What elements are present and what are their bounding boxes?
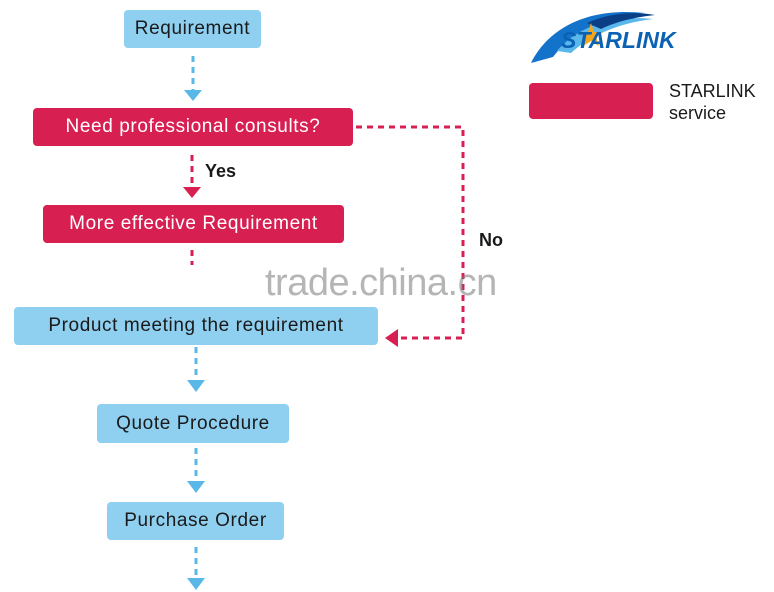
connector-no (356, 125, 465, 340)
legend-label-line1: STARLINK (669, 81, 756, 101)
arrowhead-product-meeting (385, 329, 398, 347)
edge-label-no: No (479, 230, 503, 250)
arrowhead-more-effective (183, 187, 201, 198)
node-product-meeting-requirement: Product meeting the requirement (14, 307, 378, 345)
arrowhead-bottom (187, 578, 205, 590)
node-consult-question: Need professional consults? (33, 108, 353, 146)
legend-label-line2: service (669, 103, 727, 123)
node-requirement: Requirement (124, 10, 261, 48)
node-purchase-order: Purchase Order (107, 502, 284, 540)
watermark: trade.china.cn (265, 262, 497, 304)
arrowhead-consult (184, 90, 202, 101)
edge-label-yes: Yes (205, 161, 237, 181)
logo-wordmark: STARLINK (561, 27, 676, 53)
starlink-logo (531, 11, 655, 63)
node-more-effective-requirement: More effective Requirement (43, 205, 344, 243)
arrowhead-quote (187, 380, 205, 392)
node-quote-procedure: Quote Procedure (97, 404, 289, 443)
star-icon (579, 23, 603, 46)
arrowhead-purchase (187, 481, 205, 493)
legend-label: STARLINK service (669, 80, 756, 124)
legend-swatch (529, 83, 653, 119)
